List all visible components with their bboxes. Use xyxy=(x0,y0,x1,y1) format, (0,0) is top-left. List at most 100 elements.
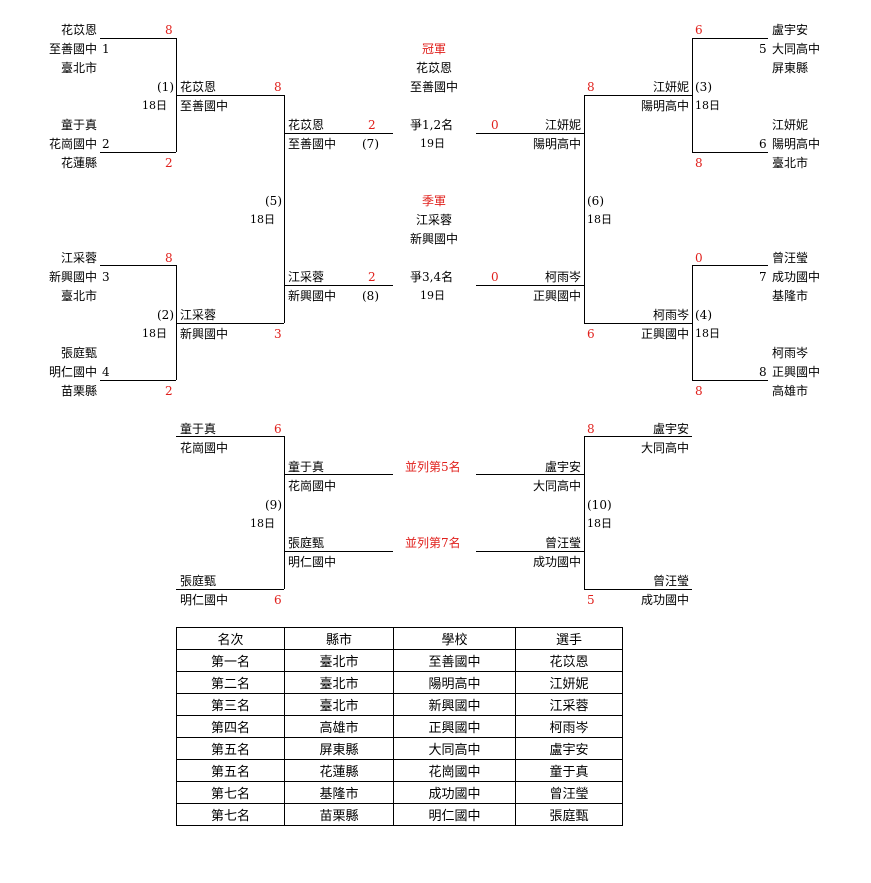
match-number: (8) xyxy=(362,289,379,303)
entrant-city: 屏東縣 xyxy=(772,61,809,75)
entrant-city: 臺北市 xyxy=(60,61,97,75)
entrant-name: 江采蓉 xyxy=(60,251,97,265)
city-cell: 基隆市 xyxy=(284,781,394,804)
entrant-score: 6 xyxy=(695,23,703,37)
column-header: 學校 xyxy=(393,627,516,650)
rank-cell: 第三名 xyxy=(176,693,285,716)
table-row: 第二名 臺北市 陽明高中 江妍妮 xyxy=(176,671,623,694)
match-day: 19日 xyxy=(420,137,445,150)
match-score: 6 xyxy=(274,422,282,436)
player-cell: 曾汪瑩 xyxy=(515,781,623,804)
bracket-line xyxy=(584,95,585,323)
entrant-score: 2 xyxy=(165,384,173,398)
third-place-school: 新興國中 xyxy=(410,232,459,246)
entrant-city: 基隆市 xyxy=(772,289,809,303)
rank-cell: 第五名 xyxy=(176,759,285,782)
player-cell: 盧宇安 xyxy=(515,737,623,760)
bracket-line xyxy=(100,265,176,266)
tie-7th-label: 並列第7名 xyxy=(405,536,461,550)
player-cell: 江采蓉 xyxy=(515,693,623,716)
match-score: 8 xyxy=(587,422,595,436)
bracket-line xyxy=(284,474,393,475)
entrant-score: 8 xyxy=(165,251,173,265)
match-score: 2 xyxy=(368,270,376,284)
rank-cell: 第七名 xyxy=(176,781,285,804)
bracket-line xyxy=(476,285,584,286)
school-cell: 正興國中 xyxy=(393,715,516,738)
entrant-name: 花苡恩 xyxy=(60,23,97,37)
match-day: 18日 xyxy=(695,99,720,112)
winner-name: 江采蓉 xyxy=(180,308,217,322)
match-score: 6 xyxy=(274,593,282,607)
school-cell: 成功國中 xyxy=(393,781,516,804)
third-place-label: 季軍 xyxy=(422,194,447,208)
match-day: 18日 xyxy=(587,213,612,226)
match-label: 爭3,4名 xyxy=(410,270,454,284)
entrant-school: 花崗國中 xyxy=(48,137,97,151)
entrant-seed: 8 xyxy=(759,365,767,379)
winner-name: 江妍妮 xyxy=(652,80,689,94)
bracket-line xyxy=(284,133,393,134)
match-score: 0 xyxy=(491,270,499,284)
match-day: 18日 xyxy=(250,517,275,530)
entrant-score: 8 xyxy=(695,156,703,170)
entrant-name: 張庭甄 xyxy=(180,574,217,588)
entrant-city: 高雄市 xyxy=(772,384,809,398)
placed-name: 盧宇安 xyxy=(544,460,581,474)
rank-cell: 第二名 xyxy=(176,671,285,694)
table-row: 第四名 高雄市 正興國中 柯雨岑 xyxy=(176,715,623,738)
finalist-school: 至善國中 xyxy=(288,137,337,151)
entrant-name: 曾汪瑩 xyxy=(652,574,689,588)
finalist-name: 江妍妮 xyxy=(544,118,581,132)
bracket-line xyxy=(284,95,285,323)
rank-cell: 第四名 xyxy=(176,715,285,738)
entrant-city: 臺北市 xyxy=(772,156,809,170)
city-cell: 屏東縣 xyxy=(284,737,394,760)
entrant-name: 江妍妮 xyxy=(772,118,809,132)
placed-name: 童于真 xyxy=(288,460,325,474)
placed-school: 花崗國中 xyxy=(288,479,337,493)
city-cell: 苗栗縣 xyxy=(284,803,394,826)
match-number: (5) xyxy=(265,194,282,208)
tie-5th-label: 並列第5名 xyxy=(405,460,461,474)
table-row: 第五名 花蓮縣 花崗國中 童于真 xyxy=(176,759,623,782)
table-row: 第三名 臺北市 新興國中 江采蓉 xyxy=(176,693,623,716)
bracket-line xyxy=(584,95,692,96)
match-number: (9) xyxy=(265,498,282,512)
entrant-seed: 7 xyxy=(759,270,767,284)
city-cell: 臺北市 xyxy=(284,693,394,716)
city-cell: 臺北市 xyxy=(284,649,394,672)
match-score: 2 xyxy=(368,118,376,132)
player-cell: 童于真 xyxy=(515,759,623,782)
bracket-line xyxy=(692,38,768,39)
winner-school: 至善國中 xyxy=(180,99,229,113)
bracket-line xyxy=(476,133,584,134)
table-row: 第七名 基隆市 成功國中 曾汪瑩 xyxy=(176,781,623,804)
school-cell: 花崗國中 xyxy=(393,759,516,782)
entrant-seed: 2 xyxy=(102,137,110,151)
placed-school: 明仁國中 xyxy=(288,555,337,569)
finalist-school: 正興國中 xyxy=(532,289,581,303)
match-day: 18日 xyxy=(250,213,275,226)
match-day: 18日 xyxy=(142,99,167,112)
entrant-seed: 6 xyxy=(759,137,767,151)
player-cell: 張庭甄 xyxy=(515,803,623,826)
rank-cell: 第五名 xyxy=(176,737,285,760)
match-score: 5 xyxy=(587,593,595,607)
entrant-seed: 4 xyxy=(102,365,110,379)
table-row: 第一名 臺北市 至善國中 花苡恩 xyxy=(176,649,623,672)
entrant-school: 大同高中 xyxy=(640,441,689,455)
bracket-line xyxy=(176,436,284,437)
entrant-school: 陽明高中 xyxy=(772,137,821,151)
entrant-score: 8 xyxy=(695,384,703,398)
entrant-school: 成功國中 xyxy=(640,593,689,607)
entrant-score: 0 xyxy=(695,251,703,265)
school-cell: 大同高中 xyxy=(393,737,516,760)
entrant-name: 童于真 xyxy=(60,118,97,132)
entrant-school: 至善國中 xyxy=(48,42,97,56)
entrant-seed: 1 xyxy=(102,42,110,56)
placed-school: 成功國中 xyxy=(532,555,581,569)
rank-cell: 第一名 xyxy=(176,649,285,672)
match-score: 3 xyxy=(274,327,282,341)
entrant-school: 大同高中 xyxy=(772,42,821,56)
